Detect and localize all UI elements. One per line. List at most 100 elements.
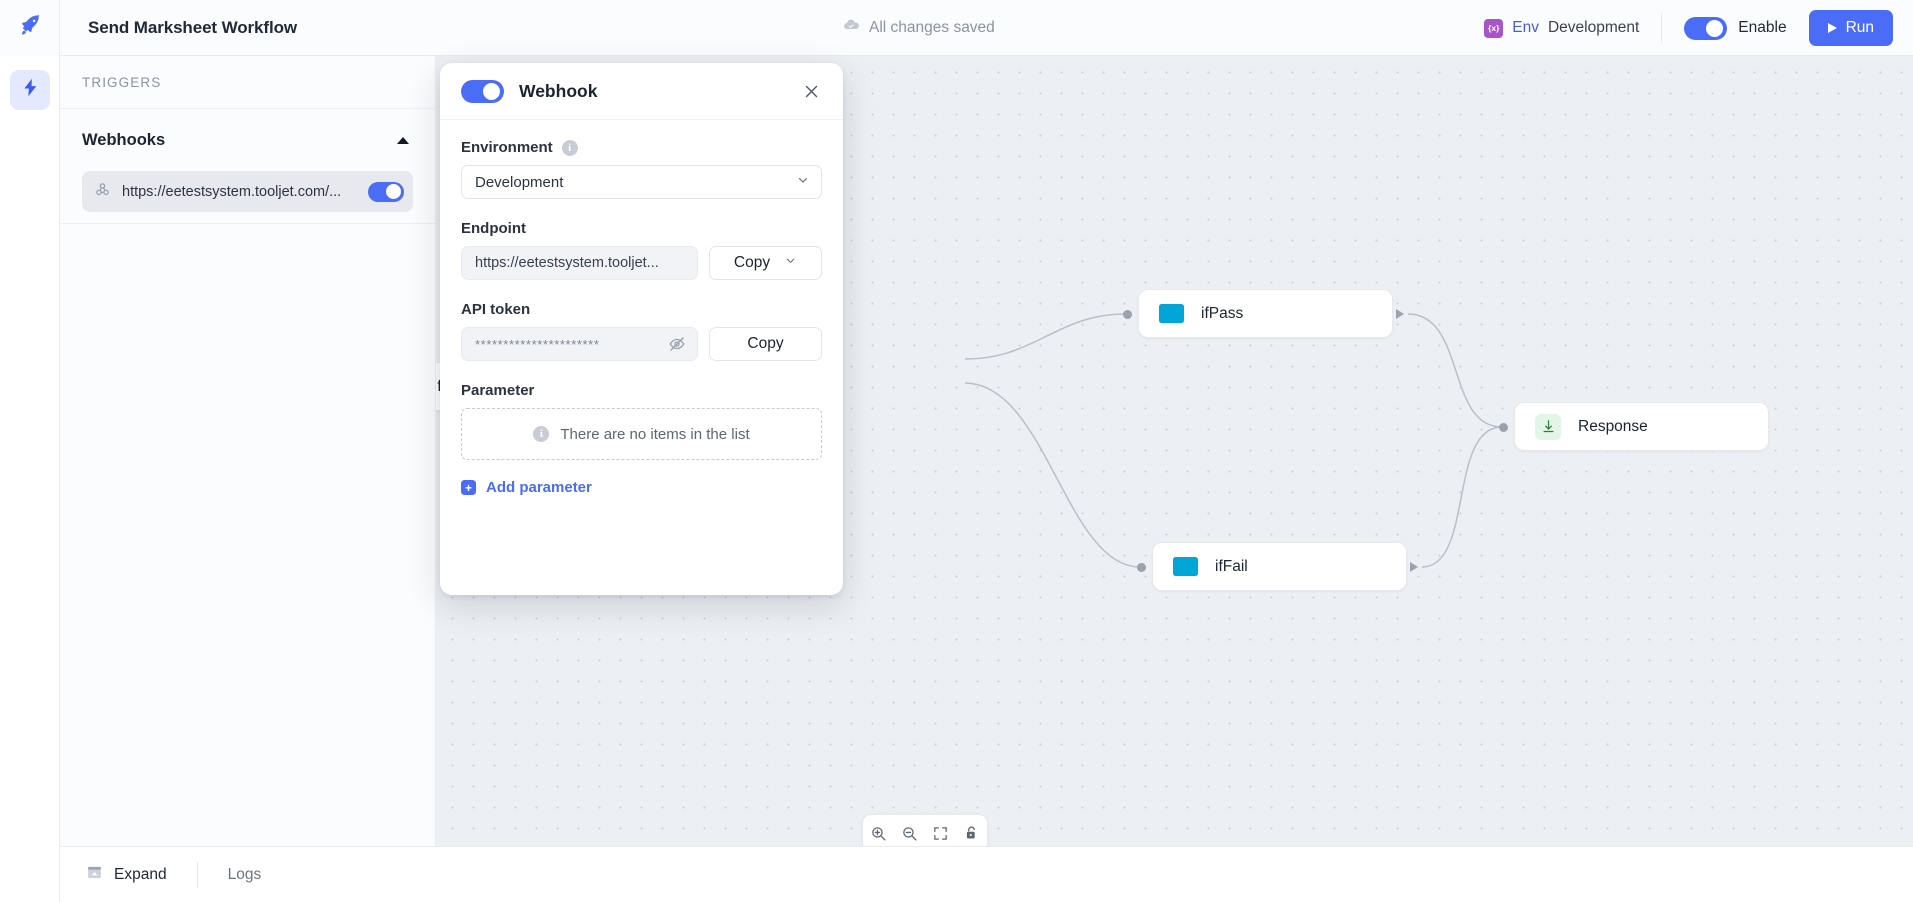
- expand-button[interactable]: Expand: [86, 864, 197, 886]
- save-status-label: All changes saved: [869, 19, 995, 36]
- node-output-port[interactable]: [1410, 561, 1418, 572]
- chevron-down-icon: [796, 173, 810, 192]
- info-icon-glyph: i: [539, 428, 543, 440]
- toolbar-divider: [1661, 13, 1663, 43]
- lightning-bolt-icon: [20, 77, 41, 103]
- endpoint-field: Endpoint https://eetestsystem.tooljet...…: [461, 220, 822, 280]
- footer-bar: Expand Logs: [60, 846, 1913, 902]
- api-token-label: API token: [461, 301, 531, 318]
- enable-toggle[interactable]: [1684, 16, 1728, 40]
- plus-square-icon: +: [461, 480, 476, 495]
- environment-select-value: Development: [475, 173, 564, 191]
- edge-layer: [964, 313, 1503, 568]
- mail-icon: [1173, 557, 1198, 576]
- env-value: Development: [1547, 19, 1640, 36]
- fit-screen-icon[interactable]: [932, 825, 949, 842]
- add-parameter-button[interactable]: + Add parameter: [461, 479, 822, 496]
- env-label: Env: [1512, 19, 1539, 36]
- triggers-section-label: TRIGGERS: [82, 74, 162, 90]
- node-ifpass[interactable]: ifPass: [1138, 289, 1393, 338]
- copy-endpoint-label: Copy: [733, 254, 771, 271]
- webhook-list-item[interactable]: https://eetestsystem.tooljet.com/...: [82, 171, 413, 212]
- api-token-field: API token **********************: [461, 301, 822, 361]
- api-token-input[interactable]: **********************: [461, 327, 698, 361]
- environment-field: Environment i Development: [461, 139, 822, 199]
- webhook-panel-body: Environment i Development Endpoint: [440, 120, 843, 496]
- triggers-panel: TRIGGERS Webhooks https://eetestsystem.t…: [60, 56, 436, 846]
- run-button[interactable]: Run: [1808, 10, 1893, 46]
- lock-open-icon[interactable]: [963, 825, 980, 842]
- endpoint-value: https://eetestsystem.tooljet...: [475, 255, 659, 271]
- environment-select[interactable]: Development: [461, 165, 822, 199]
- copy-api-token-button[interactable]: Copy: [709, 327, 822, 361]
- webhooks-group-title: Webhooks: [82, 130, 166, 149]
- save-status: All changes saved: [843, 0, 995, 56]
- webhook-panel-title: Webhook: [519, 80, 598, 101]
- toggle-knob: [386, 184, 401, 199]
- copy-endpoint-button[interactable]: Copy: [709, 246, 822, 280]
- api-token-row: ********************** Copy: [461, 327, 822, 361]
- parameter-field: Parameter i There are no items in the li…: [461, 382, 822, 496]
- add-parameter-label: Add parameter: [486, 479, 592, 496]
- page-title: Send Marksheet Workflow: [88, 17, 297, 37]
- top-bar-right: {x} Env Development Enable Run: [1484, 0, 1893, 56]
- zoom-in-icon[interactable]: [870, 825, 887, 842]
- sidebar-item-triggers[interactable]: [10, 70, 50, 110]
- node-label: ifPass: [1201, 304, 1244, 322]
- caret-up-icon[interactable]: [397, 136, 409, 144]
- left-rail: [0, 56, 60, 902]
- info-icon[interactable]: i: [561, 139, 578, 156]
- expand-label: Expand: [114, 865, 167, 883]
- app-logo[interactable]: [0, 0, 60, 56]
- parameter-empty-text: There are no items in the list: [560, 425, 750, 443]
- endpoint-input[interactable]: https://eetestsystem.tooljet...: [461, 246, 698, 280]
- variable-braces-icon: {x}: [1484, 18, 1504, 38]
- rocket-icon: [18, 13, 42, 42]
- webhook-config-panel: Webhook Environment i Development: [440, 63, 843, 595]
- copy-api-token-label: Copy: [747, 335, 784, 352]
- expand-panel-icon: [86, 864, 103, 886]
- toggle-knob: [483, 82, 500, 100]
- triggers-panel-header: TRIGGERS: [60, 56, 435, 109]
- footer-divider: [196, 861, 198, 888]
- node-input-port[interactable]: [1499, 422, 1508, 432]
- env-selector[interactable]: {x} Env Development: [1484, 18, 1661, 38]
- run-button-label: Run: [1845, 19, 1874, 36]
- node-iffail[interactable]: ifFail: [1152, 542, 1407, 591]
- eye-off-icon[interactable]: [668, 335, 686, 353]
- enable-label: Enable: [1738, 19, 1787, 36]
- close-icon[interactable]: [798, 78, 824, 104]
- chevron-down-icon[interactable]: [784, 254, 797, 272]
- webhook-url-label: https://eetestsystem.tooljet.com/...: [122, 183, 342, 200]
- cloud-check-icon: [843, 17, 860, 39]
- endpoint-label: Endpoint: [461, 220, 526, 237]
- endpoint-row: https://eetestsystem.tooljet... Copy: [461, 246, 822, 280]
- node-input-port[interactable]: [1123, 309, 1132, 319]
- node-label: ifFail: [1215, 557, 1248, 575]
- environment-label-row: Environment i: [461, 139, 822, 156]
- api-token-masked-value: **********************: [475, 336, 600, 352]
- play-icon: [1827, 23, 1837, 33]
- info-icon-glyph: i: [568, 141, 572, 154]
- node-input-port[interactable]: [1137, 562, 1146, 572]
- enable-workflow-control[interactable]: Enable: [1662, 16, 1808, 40]
- empty-state-mask: [462, 419, 464, 451]
- zoom-out-icon[interactable]: [901, 825, 918, 842]
- env-icon-glyph: {x}: [1488, 22, 1500, 33]
- webhook-icon: [94, 181, 111, 203]
- environment-label: Environment: [461, 139, 553, 156]
- webhook-active-toggle[interactable]: [461, 79, 504, 103]
- parameter-label: Parameter: [461, 382, 535, 399]
- node-response[interactable]: Response: [1514, 402, 1769, 451]
- webhook-panel-header: Webhook: [440, 63, 843, 120]
- info-icon: i: [533, 426, 550, 442]
- webhooks-group-header[interactable]: Webhooks: [60, 109, 435, 171]
- webhook-enable-toggle[interactable]: [368, 181, 404, 202]
- node-output-port[interactable]: [1396, 308, 1404, 319]
- response-icon: [1535, 413, 1561, 440]
- toggle-knob: [1706, 19, 1724, 37]
- canvas-zoom-toolbar: [862, 814, 988, 846]
- logs-tab[interactable]: Logs: [227, 865, 262, 883]
- parameter-empty-state: i There are no items in the list: [461, 408, 822, 460]
